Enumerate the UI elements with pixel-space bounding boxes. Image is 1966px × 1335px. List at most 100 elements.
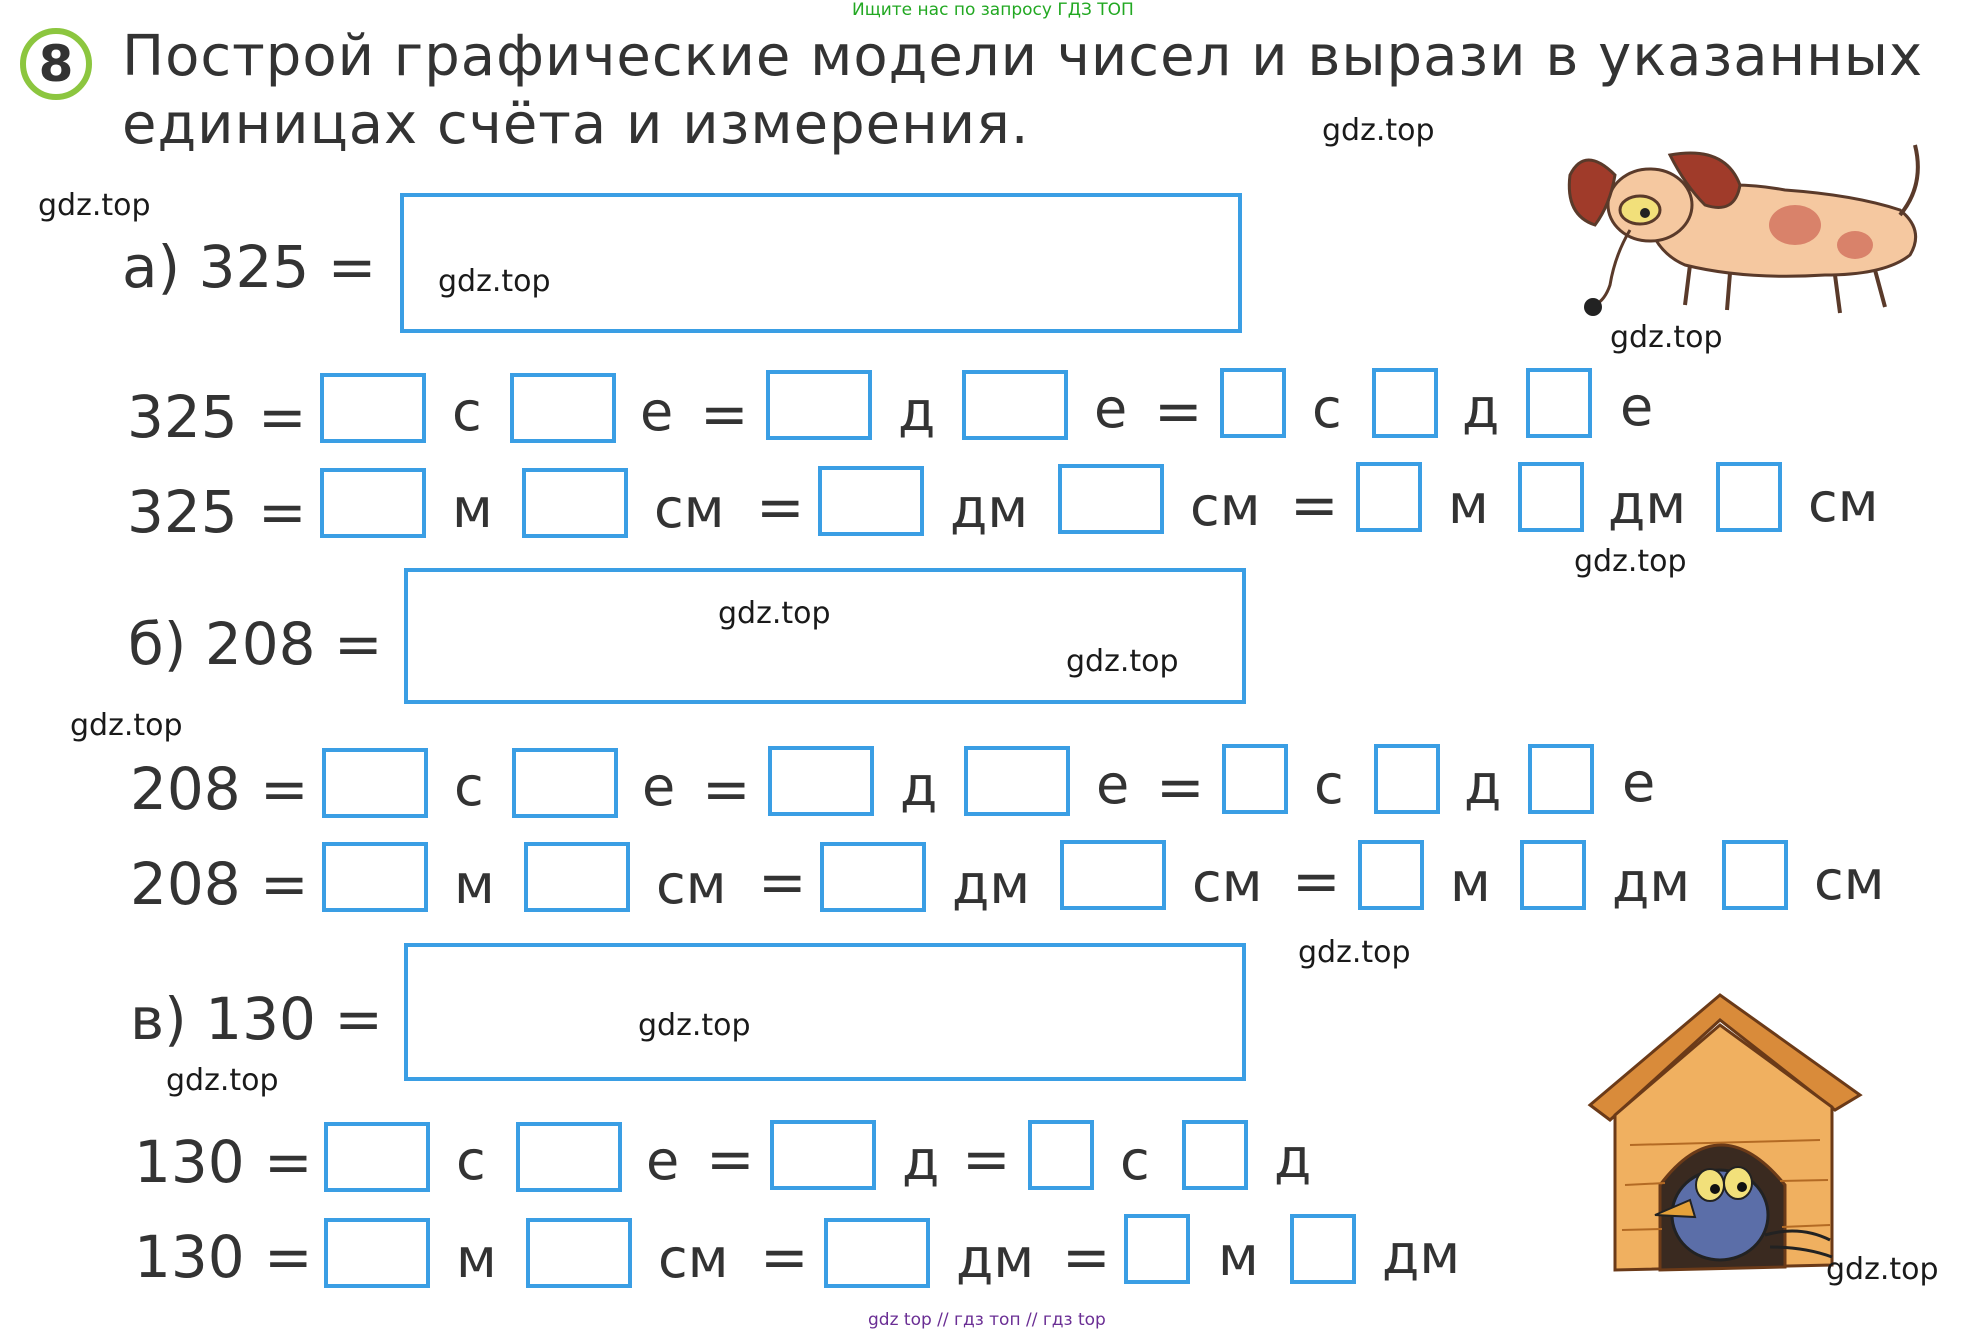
unit-hundreds: с <box>456 1129 486 1192</box>
section-c-model-box[interactable] <box>404 943 1246 1081</box>
section-c-label: в) 130 = <box>130 985 383 1053</box>
watermark: gdz.top <box>1610 320 1723 355</box>
answer-box[interactable] <box>524 842 630 912</box>
answer-box[interactable] <box>1356 462 1422 532</box>
answer-box[interactable] <box>824 1218 930 1288</box>
unit-decimeters: дм <box>952 853 1031 916</box>
task-number: 8 <box>38 35 74 93</box>
equals-sign: = <box>1062 1223 1111 1291</box>
footer-links[interactable]: gdz top // гдз топ // гдз top <box>868 1310 1106 1330</box>
watermark: gdz.top <box>1826 1252 1939 1287</box>
watermark: gdz.top <box>638 1008 751 1043</box>
equals-sign: = <box>260 755 309 823</box>
row-b1-number: 208 <box>130 755 241 823</box>
unit-ones: е <box>646 1129 680 1192</box>
answer-box[interactable] <box>766 370 872 440</box>
answer-box[interactable] <box>1358 840 1424 910</box>
unit-tens: д <box>1464 753 1502 816</box>
dog-illustration <box>1567 144 1920 316</box>
answer-box[interactable] <box>1528 744 1594 814</box>
answer-box[interactable] <box>324 1122 430 1192</box>
unit-meters: м <box>456 1227 497 1290</box>
answer-box[interactable] <box>818 466 924 536</box>
section-a-model-box[interactable] <box>400 193 1242 333</box>
unit-centimeters: см <box>1190 475 1261 538</box>
section-b-model-box[interactable] <box>404 568 1246 704</box>
answer-box[interactable] <box>1520 840 1586 910</box>
unit-ones: е <box>1622 751 1656 814</box>
answer-box[interactable] <box>1028 1120 1094 1190</box>
row-c1-number: 130 <box>134 1128 245 1196</box>
watermark: gdz.top <box>38 188 151 223</box>
unit-centimeters: см <box>654 477 725 540</box>
unit-decimeters: дм <box>1612 851 1691 914</box>
section-a-label: а) 325 = <box>122 233 377 301</box>
answer-box[interactable] <box>1060 840 1166 910</box>
answer-box[interactable] <box>320 373 426 443</box>
unit-hundreds: с <box>452 380 482 443</box>
answer-box[interactable] <box>512 748 618 818</box>
answer-box[interactable] <box>1124 1214 1190 1284</box>
answer-box[interactable] <box>1526 368 1592 438</box>
watermark: gdz.top <box>166 1063 279 1098</box>
answer-box[interactable] <box>522 468 628 538</box>
equals-sign: = <box>760 1223 809 1291</box>
answer-box[interactable] <box>320 468 426 538</box>
equals-sign: = <box>962 1125 1011 1193</box>
row-a1-number: 325 <box>127 383 238 451</box>
unit-tens: д <box>902 1129 940 1192</box>
answer-box[interactable] <box>962 370 1068 440</box>
unit-centimeters: см <box>656 853 727 916</box>
answer-box[interactable] <box>1518 462 1584 532</box>
unit-hundreds: с <box>454 755 484 818</box>
unit-ones: е <box>1096 753 1130 816</box>
unit-tens: д <box>900 755 938 818</box>
unit-meters: м <box>1448 473 1489 536</box>
unit-centimeters: см <box>1192 851 1263 914</box>
answer-box[interactable] <box>1722 840 1788 910</box>
answer-box[interactable] <box>1372 368 1438 438</box>
task-title-line-1: Построй графические модели чисел и выраз… <box>122 24 1924 89</box>
answer-box[interactable] <box>322 748 428 818</box>
equals-sign: = <box>264 1128 313 1196</box>
answer-box[interactable] <box>516 1122 622 1192</box>
unit-meters: м <box>454 853 495 916</box>
answer-box[interactable] <box>1220 368 1286 438</box>
equals-sign: = <box>258 478 307 546</box>
answer-box[interactable] <box>510 373 616 443</box>
equals-sign: = <box>1292 847 1341 915</box>
unit-ones: е <box>1094 377 1128 440</box>
row-c2-number: 130 <box>134 1223 245 1291</box>
watermark: gdz.top <box>1298 935 1411 970</box>
answer-box[interactable] <box>964 746 1070 816</box>
watermark: gdz.top <box>1066 644 1179 679</box>
unit-centimeters: см <box>658 1227 729 1290</box>
unit-decimeters: дм <box>1382 1223 1461 1286</box>
unit-decimeters: дм <box>956 1227 1035 1290</box>
equals-sign: = <box>264 1223 313 1291</box>
answer-box[interactable] <box>526 1218 632 1288</box>
doghouse-illustration <box>1587 993 1863 1272</box>
answer-box[interactable] <box>1716 462 1782 532</box>
answer-box[interactable] <box>820 842 926 912</box>
answer-box[interactable] <box>1374 744 1440 814</box>
answer-box[interactable] <box>324 1218 430 1288</box>
answer-box[interactable] <box>768 746 874 816</box>
answer-box[interactable] <box>1222 744 1288 814</box>
unit-hundreds: с <box>1314 753 1344 816</box>
watermark: gdz.top <box>70 708 183 743</box>
top-search-link[interactable]: Ищите нас по запросу ГДЗ ТОП <box>852 0 1134 20</box>
unit-ones: е <box>640 380 674 443</box>
unit-decimeters: дм <box>1608 473 1687 536</box>
answer-box[interactable] <box>322 842 428 912</box>
equals-sign: = <box>260 850 309 918</box>
equals-sign: = <box>1290 471 1339 539</box>
answer-box[interactable] <box>1290 1214 1356 1284</box>
unit-centimeters: см <box>1808 471 1879 534</box>
watermark: gdz.top <box>1574 544 1687 579</box>
task-number-badge: 8 <box>20 28 92 100</box>
answer-box[interactable] <box>1058 464 1164 534</box>
answer-box[interactable] <box>770 1120 876 1190</box>
answer-box[interactable] <box>1182 1120 1248 1190</box>
